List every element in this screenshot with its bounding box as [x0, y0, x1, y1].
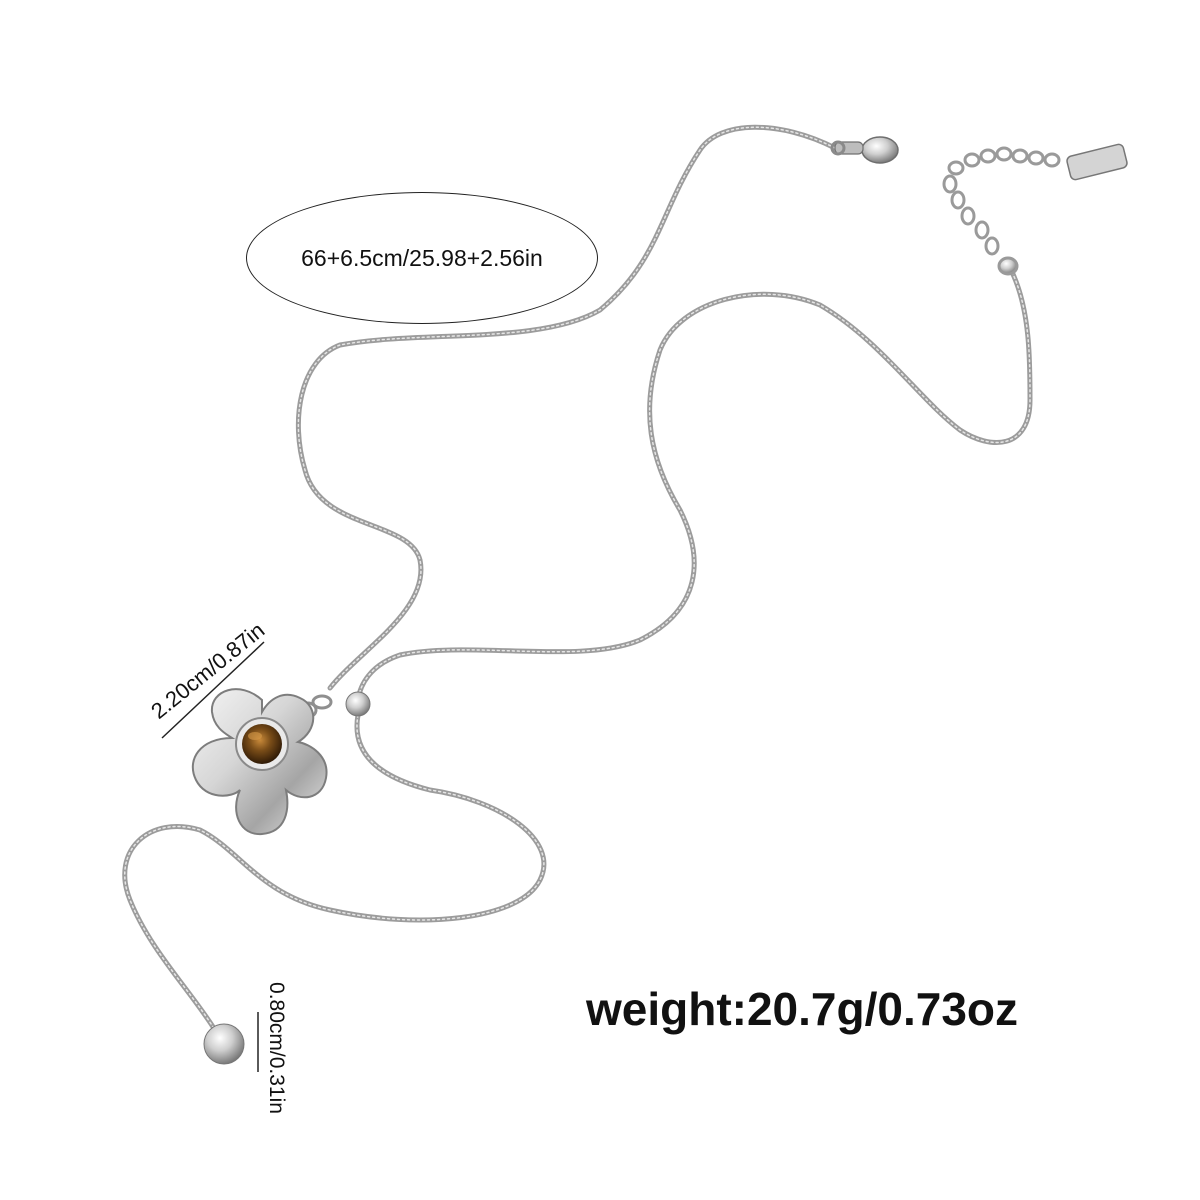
length-label: 66+6.5cm/25.98+2.56in	[246, 192, 598, 324]
extender-chain	[942, 146, 1061, 276]
flower-pendant	[191, 688, 328, 836]
chain-lariat-tail	[122, 712, 547, 1033]
extender-tag	[1066, 143, 1128, 181]
ball-size-label: 0.80cm/0.31in	[265, 982, 288, 1114]
weight-label: weight:20.7g/0.73oz	[586, 983, 1019, 1035]
lobster-clasp	[830, 136, 899, 164]
end-ball	[203, 1023, 245, 1065]
slider-bead	[345, 691, 371, 717]
pendant-dimension-line	[161, 641, 265, 739]
tiger-eye-stone	[242, 724, 282, 764]
